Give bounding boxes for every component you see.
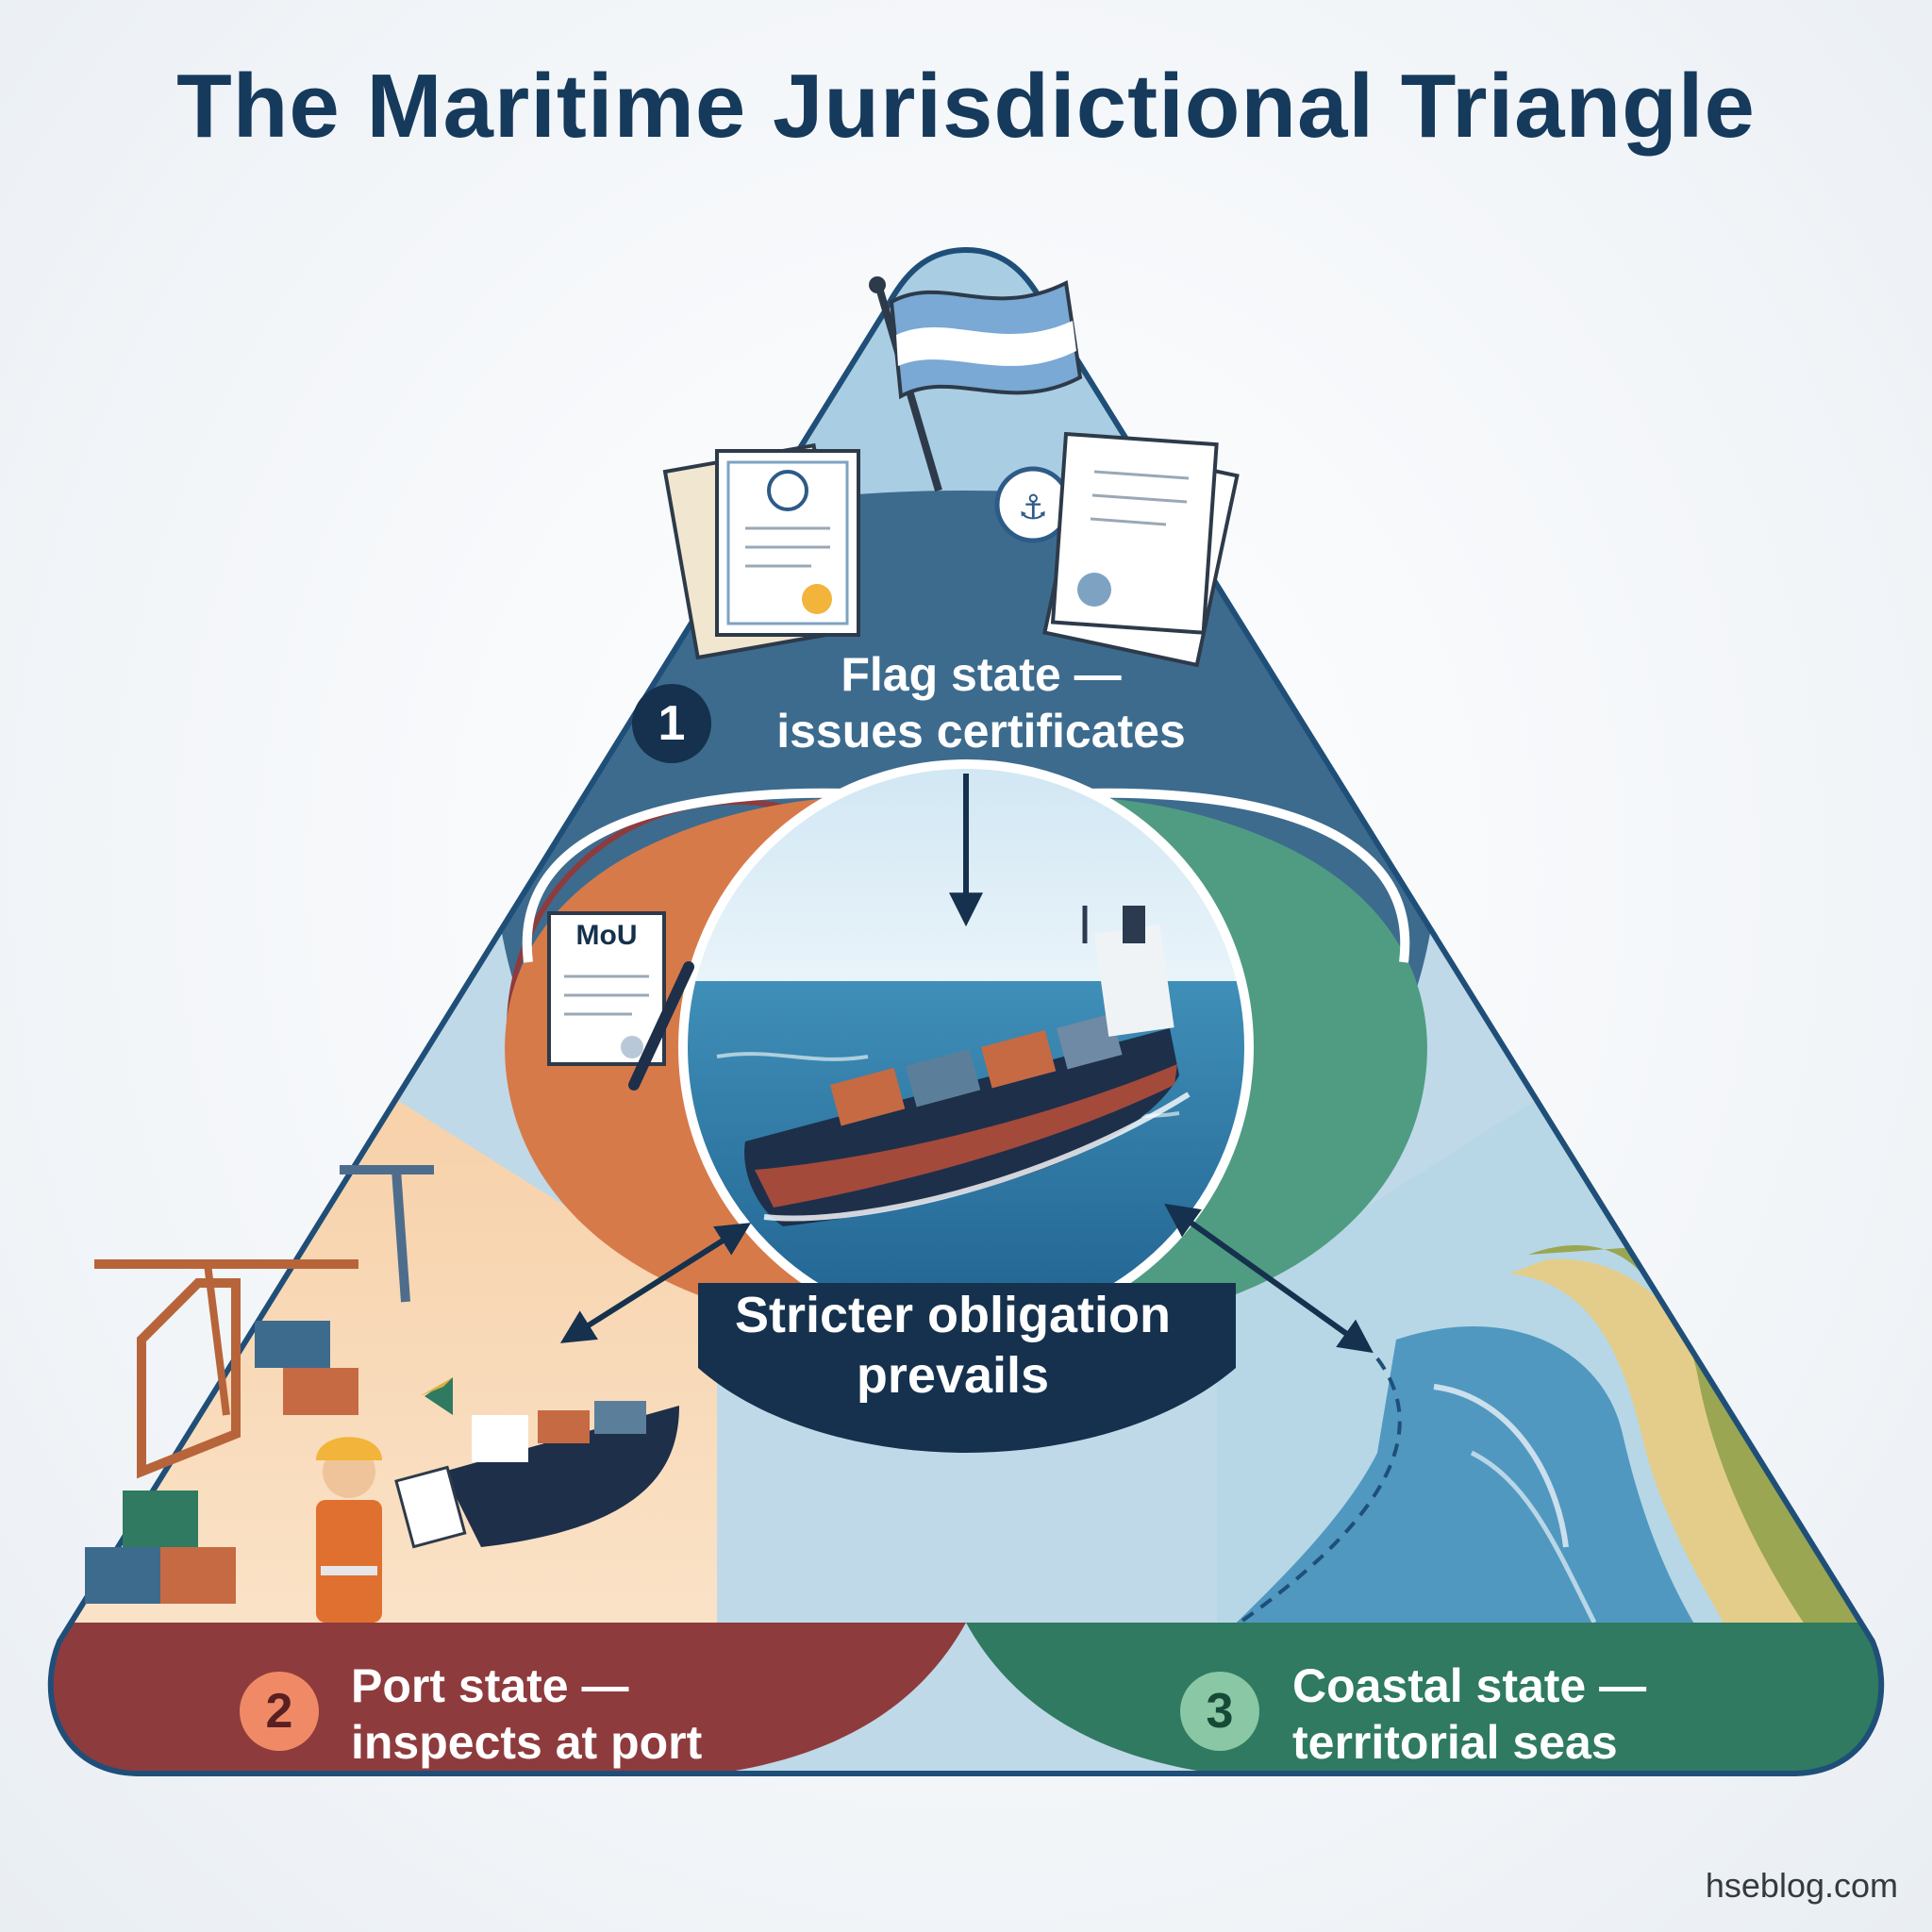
watermark: hseblog.com	[1705, 1866, 1898, 1905]
center-line1: Stricter obligation	[734, 1287, 1172, 1343]
center-panel	[698, 1283, 1236, 1453]
coastal-state-label: Coastal state — territorial seas	[1292, 1657, 1646, 1771]
beach	[1509, 1258, 1830, 1660]
mou-label: MoU	[575, 920, 638, 951]
arrow-center-coastal	[1164, 1203, 1374, 1354]
crane-icon	[94, 1165, 434, 1479]
containers-stack	[85, 1321, 358, 1604]
flag-state-badge	[632, 684, 711, 763]
port-state-band	[50, 1623, 966, 1774]
center-label: Stricter obligation prevails	[698, 1285, 1208, 1406]
port-state-badge	[240, 1672, 319, 1751]
container-ship-icon	[744, 906, 1191, 1226]
arrow-center-port	[559, 1223, 752, 1343]
anchor-seal-icon: ⚓	[994, 466, 1072, 543]
flag-state-label: Flag state — issues certificates	[745, 646, 1217, 759]
coastal-state-line2: territorial seas	[1292, 1716, 1618, 1769]
pen-icon	[628, 961, 694, 1091]
port-state-number: 2	[265, 1684, 293, 1739]
coastal-state-badge	[1180, 1672, 1259, 1751]
flag-state-line1: Flag state —	[841, 648, 1122, 701]
center-line2: prevails	[856, 1347, 1050, 1404]
flag-state-number: 1	[658, 696, 686, 751]
port-state-line1: Port state —	[351, 1659, 629, 1712]
page-title: The Maritime Jurisdictional Triangle	[176, 56, 1756, 157]
flag-icon	[869, 276, 1083, 492]
coastal-state-number: 3	[1206, 1684, 1234, 1739]
coastal-state-line1: Coastal state —	[1292, 1659, 1647, 1712]
inspector-icon	[316, 1377, 467, 1623]
svg-text:⚓: ⚓	[1018, 489, 1048, 527]
certificate-icon	[662, 442, 860, 660]
flag-state-line2: issues certificates	[776, 705, 1186, 758]
port-ship-icon	[443, 1401, 679, 1547]
port-state-line2: inspects at port	[351, 1716, 703, 1769]
port-state-label: Port state — inspects at port	[351, 1657, 702, 1771]
territorial-sea	[1198, 1326, 1717, 1660]
certificate-icon-right	[1042, 431, 1240, 668]
territorial-limit-line	[1196, 1357, 1402, 1653]
mou-document-icon	[547, 911, 666, 1066]
